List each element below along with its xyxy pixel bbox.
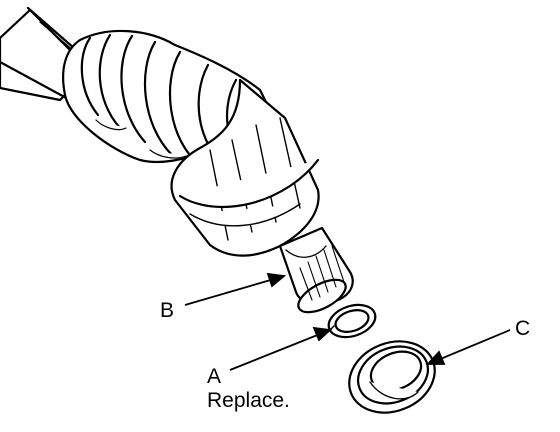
set-ring-part-a [327,303,377,339]
cv-joint-housing [170,78,320,257]
leader-line-b [184,272,287,306]
stub-shaft [278,226,354,314]
cv-boot [62,29,272,177]
dust-seal-part-c [348,340,436,414]
callout-label-c: C [515,317,531,340]
callout-label-a: A [207,365,222,388]
callout-note-a: Replace. [207,389,290,412]
callout-label-b: B [160,299,175,322]
leader-line-c [425,329,511,365]
leader-line-a [229,326,333,371]
